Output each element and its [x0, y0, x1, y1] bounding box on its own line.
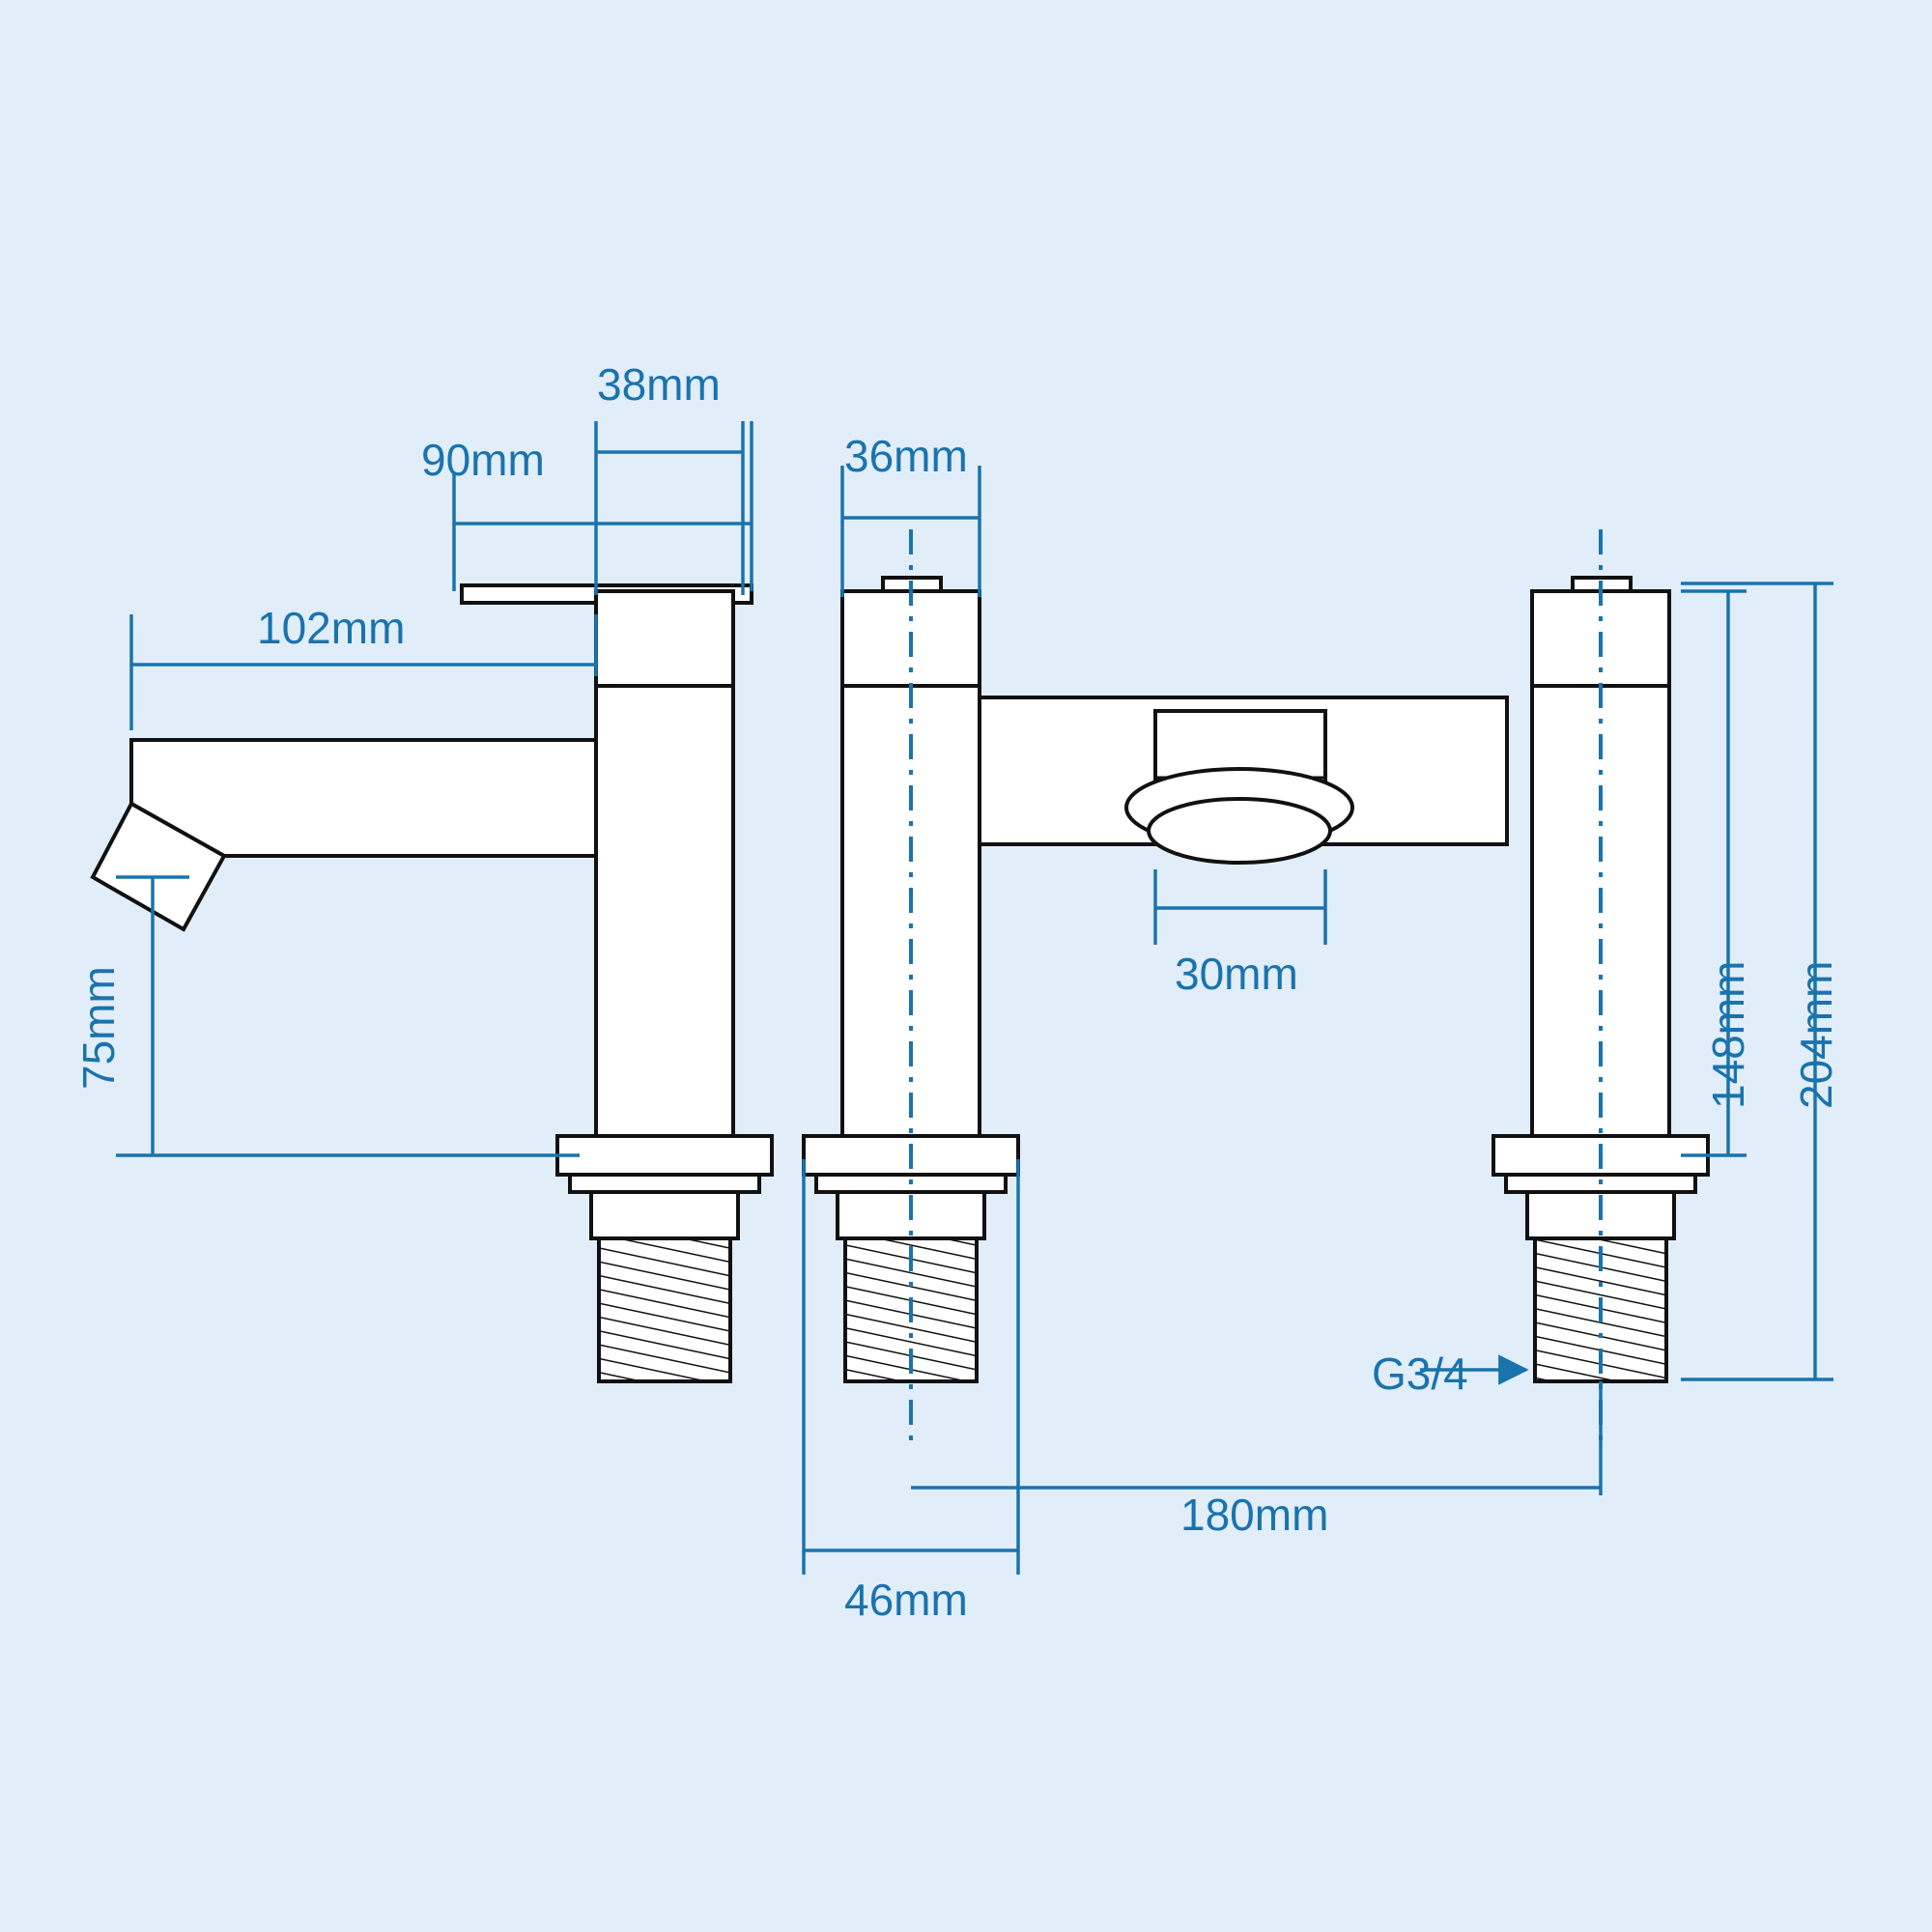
dim-label-46: 46mm [844, 1575, 968, 1625]
dim-label-90: 90mm [421, 435, 545, 485]
left-base-flange-upper [555, 1134, 774, 1177]
dim-label-148: 148mm [1703, 961, 1753, 1109]
left-body-collar [594, 589, 735, 688]
right-body-column [1530, 684, 1671, 1151]
left-threaded-shank [597, 1236, 732, 1383]
left-base-flange-lower [568, 1173, 761, 1194]
part-geometry [90, 576, 1710, 1383]
spout-nozzle [90, 801, 227, 932]
dim-label-36: 36mm [844, 431, 968, 481]
left-base-neck [589, 1190, 740, 1240]
dimension-lines [116, 421, 1833, 1575]
dim-label-102: 102mm [257, 603, 405, 653]
dim-label-204: 204mm [1791, 961, 1841, 1109]
dim-label-30: 30mm [1175, 949, 1298, 999]
middle-body-column [840, 684, 981, 1151]
dim-label-75: 75mm [73, 966, 124, 1090]
dim-label-180: 180mm [1180, 1490, 1328, 1540]
diverter-outlet-inner [1147, 797, 1332, 865]
dim-label-38: 38mm [597, 359, 721, 410]
left-body-column [594, 684, 735, 1151]
spout-arm [129, 738, 598, 858]
dim-label-g34: G3/4 [1372, 1349, 1468, 1399]
